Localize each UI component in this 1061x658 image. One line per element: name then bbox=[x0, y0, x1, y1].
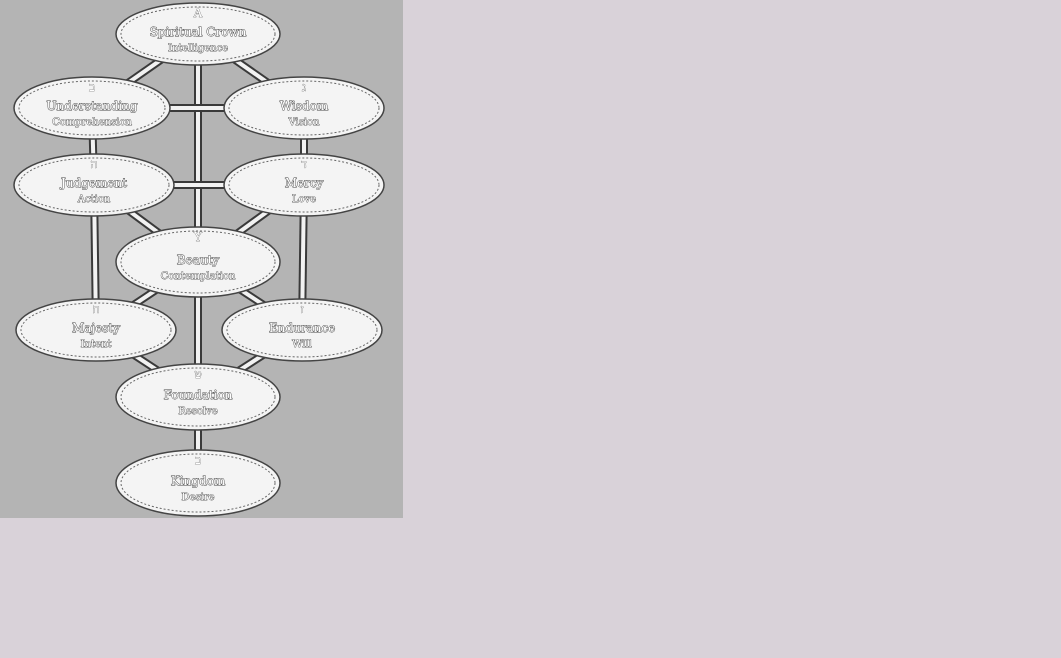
sefira-ellipse bbox=[15, 298, 177, 362]
sefira-quality: Resolve bbox=[178, 406, 217, 417]
sefira-ellipse bbox=[223, 153, 385, 217]
sefira-name: Spiritual Crown bbox=[150, 25, 247, 39]
sefira-inner-ring bbox=[18, 80, 166, 136]
sefira-inner-ring bbox=[120, 6, 276, 62]
sefira-letter: ז bbox=[300, 302, 303, 316]
sefira-ellipse bbox=[115, 449, 281, 517]
sefira-letter: A bbox=[193, 6, 203, 20]
sefira-name: Kingdom bbox=[171, 474, 226, 488]
sefira-name: Mercy bbox=[285, 176, 324, 190]
sefira-name: Judgement bbox=[59, 176, 127, 190]
sefira-quality: Desire bbox=[182, 492, 215, 503]
sefira-letter: ח bbox=[92, 302, 99, 316]
sefira-quality: Comprehension bbox=[52, 117, 132, 128]
sefira-quality: Contemplation bbox=[161, 271, 236, 282]
sefira-quality: Love bbox=[292, 194, 316, 205]
sefira-letter: ד bbox=[301, 157, 307, 171]
sefira-name: Understanding bbox=[46, 99, 137, 113]
sefira-quality: Vision bbox=[287, 117, 320, 128]
sefira-quality: Intelligence bbox=[168, 43, 228, 54]
sefira-letter: ב bbox=[89, 80, 95, 94]
sefira-ellipse bbox=[13, 153, 175, 217]
sefira-letter: ב bbox=[195, 453, 201, 467]
sefira-quality: Intent bbox=[81, 339, 112, 350]
sefira-ellipse bbox=[115, 363, 281, 431]
sefira-inner-ring bbox=[120, 367, 276, 427]
sefira-inner-ring bbox=[228, 157, 380, 213]
sefira-inner-ring bbox=[18, 157, 170, 213]
sefira-ellipse bbox=[13, 76, 171, 140]
sefira-inner-ring bbox=[120, 453, 276, 513]
sefira-ellipse bbox=[223, 76, 385, 140]
sefira-inner-ring bbox=[20, 302, 172, 358]
sefira-ellipse bbox=[221, 298, 383, 362]
sefira-letter: ג bbox=[302, 80, 306, 94]
sefira-inner-ring bbox=[228, 80, 380, 136]
sefira-quality: Action bbox=[77, 194, 111, 205]
sefira-letter: ה bbox=[91, 157, 98, 171]
sefira-name: Beauty bbox=[177, 253, 220, 267]
sefira-name: Wisdom bbox=[280, 99, 329, 113]
sefira-quality: Will bbox=[292, 339, 312, 350]
sefira-name: Endurance bbox=[269, 321, 335, 335]
sefira-inner-ring bbox=[226, 302, 378, 358]
sefira-name: Majesty bbox=[72, 321, 120, 335]
sefira-inner-ring bbox=[120, 230, 276, 294]
sefira-letter: ט bbox=[194, 367, 201, 381]
sefira-name: Foundation bbox=[164, 388, 233, 402]
sefira-letter: Y bbox=[193, 230, 203, 244]
sefira-ellipse bbox=[115, 2, 281, 66]
sefira-ellipse bbox=[115, 226, 281, 298]
